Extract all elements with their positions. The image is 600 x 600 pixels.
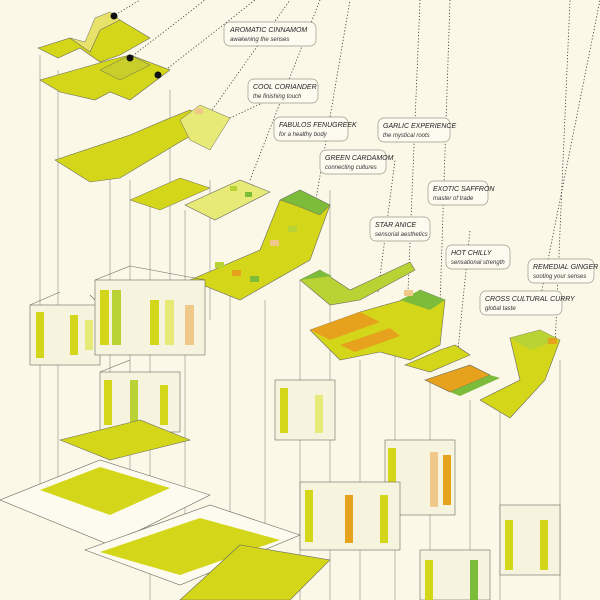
ribbon-coriander xyxy=(39,54,171,101)
building-block-right-3 xyxy=(299,481,401,551)
label-fenugreek: FABULOS FENUGREEK for a healthy body xyxy=(273,116,357,142)
label-title: STAR ANICE xyxy=(375,222,417,229)
label-subtitle: master of trade xyxy=(433,196,474,202)
building-block-right-1 xyxy=(274,379,336,441)
label-hot-chilly: HOT CHILLY sensational strength xyxy=(445,244,511,270)
ribbon-curry xyxy=(404,329,561,419)
ribbon-cinnamon xyxy=(37,11,151,63)
label-title: CROSS CULTURAL CURRY xyxy=(485,296,576,303)
label-ginger: REMEDIAL GINGER sooting your senses xyxy=(527,258,598,284)
label-subtitle: awakening the senses xyxy=(230,37,289,43)
label-subtitle: connecting cultures xyxy=(325,165,377,171)
ribbon-star-anice xyxy=(299,261,416,306)
label-cinnamon: AROMATIC CINNAMOM awakening the senses xyxy=(223,21,317,47)
building-block-left xyxy=(29,291,101,366)
plane-garlic xyxy=(184,179,271,221)
label-subtitle: the mystical roots xyxy=(383,133,430,139)
building-block-bottom xyxy=(419,549,491,600)
marker-dot xyxy=(126,54,134,62)
label-title: AROMATIC CINNAMOM xyxy=(229,27,307,34)
label-title: HOT CHILLY xyxy=(451,250,493,257)
label-cardamom: GREEN CARDAMOM connecting cultures xyxy=(319,149,394,175)
label-coriander: COOL CORIANDER the finishing touch xyxy=(247,78,319,104)
ribbon-cardamom xyxy=(189,189,331,301)
ground-plates xyxy=(0,419,331,600)
label-subtitle: the finishing touch xyxy=(253,94,302,100)
label-title: GARLIC EXPERIENCE xyxy=(383,123,456,130)
marker-dot xyxy=(154,71,162,79)
label-title: COOL CORIANDER xyxy=(253,84,317,91)
label-subtitle: sensorial aesthetics xyxy=(375,232,428,238)
ribbon-saffron xyxy=(309,289,446,361)
label-curry: CROSS CULTURAL CURRY global taste xyxy=(479,290,576,316)
label-star-anice: STAR ANICE sensorial aesthetics xyxy=(369,216,431,242)
ribbon-fenugreek xyxy=(54,104,231,211)
label-title: REMEDIAL GINGER xyxy=(533,264,598,271)
building-block-right-4 xyxy=(499,504,561,576)
building-block-center xyxy=(94,265,206,356)
label-subtitle: global taste xyxy=(485,306,516,312)
label-title: GREEN CARDAMOM xyxy=(325,155,394,162)
label-title: EXOTIC SAFFRON xyxy=(433,186,495,193)
label-title: FABULOS FENUGREEK xyxy=(279,122,357,129)
label-subtitle: sensational strength xyxy=(451,260,505,266)
label-subtitle: for a healthy body xyxy=(279,132,328,138)
label-garlic: GARLIC EXPERIENCE the mystical roots xyxy=(377,117,456,143)
marker-dot xyxy=(110,12,118,20)
label-saffron: EXOTIC SAFFRON master of trade xyxy=(427,180,495,206)
label-subtitle: sooting your senses xyxy=(533,274,586,280)
